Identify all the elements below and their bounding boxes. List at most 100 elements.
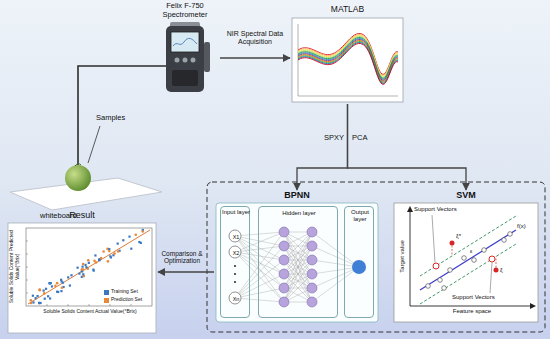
hidden-neuron (279, 227, 289, 237)
network-link (235, 252, 284, 288)
training-point (85, 266, 87, 268)
legend-swatch (104, 298, 109, 303)
text-slot: SVM (392, 190, 540, 200)
model-title: BPNN (214, 190, 380, 200)
hidden-neuron (279, 241, 289, 251)
axis-tick (110, 304, 111, 306)
training-point (35, 297, 37, 299)
legend-text: Training Set (111, 289, 153, 295)
device-button (191, 58, 196, 63)
margin-line (420, 216, 516, 276)
text-slot: whiteboard (40, 212, 100, 221)
network-link (312, 246, 359, 267)
prediction-point (38, 288, 41, 291)
data-point (462, 256, 467, 261)
text-slot: Support Vectors (452, 294, 514, 301)
training-point (82, 273, 84, 275)
training-point (45, 288, 47, 290)
network-link (235, 288, 284, 298)
training-point (93, 270, 95, 272)
training-point (122, 239, 124, 241)
data-point (448, 268, 453, 273)
axis-tick (26, 267, 28, 268)
axis-tick (26, 241, 28, 242)
device-button (175, 58, 180, 63)
axis-tick (89, 304, 90, 306)
hidden-neuron (307, 227, 317, 237)
training-point (67, 276, 69, 278)
training-point (48, 282, 50, 284)
prediction-point (43, 292, 46, 295)
training-point (69, 284, 71, 286)
training-point (130, 248, 132, 250)
slack-point (494, 268, 499, 273)
text-slot: f(x) (517, 223, 537, 230)
network-link (235, 298, 284, 302)
model-panel: SVMSupport VectorsSupport VectorsTarget … (392, 190, 540, 324)
axis-label: Soluble Solids Content Predicted Value(°… (9, 226, 21, 308)
edge-label: PCA (352, 134, 382, 143)
neuron-label: X1 (229, 234, 243, 240)
prediction-point (38, 302, 41, 305)
fruit-sample (65, 165, 91, 191)
data-point (442, 286, 447, 291)
fruit-stem (75, 164, 81, 166)
training-point (32, 301, 34, 303)
network-link (235, 246, 284, 252)
network-link (235, 232, 284, 298)
text-slot: Support Vectors (414, 206, 476, 213)
text-slot: Xn (229, 296, 243, 302)
output-neuron (352, 260, 366, 274)
neuron-label: X2 (229, 250, 243, 256)
training-point (38, 302, 40, 304)
symbol-label: ξ (500, 267, 510, 274)
prediction-point (82, 263, 85, 266)
prediction-point (38, 289, 41, 292)
network-link (284, 232, 312, 274)
spectrum-curve (298, 43, 398, 84)
training-point (60, 290, 62, 292)
device-handle (204, 42, 210, 72)
data-point (508, 232, 513, 237)
spectrum-curve (298, 40, 398, 81)
layer-label: Input layer (221, 209, 251, 216)
network-link (235, 260, 284, 298)
axis-arrow (530, 303, 536, 309)
edge-label: Comparison & Optimization (159, 250, 205, 265)
plot-axes (26, 228, 152, 306)
network-link (312, 260, 359, 267)
hidden-neuron (279, 297, 289, 307)
prediction-point (134, 233, 137, 236)
text-slot: ξ* (456, 233, 468, 240)
result-plot: ResultSoluble Solids Content Actual Valu… (6, 210, 158, 334)
text-slot: ε (470, 248, 477, 254)
network-link (235, 232, 284, 236)
layer-label: Hidden layer (259, 210, 339, 217)
network-link (235, 236, 284, 260)
text-slot: Felix F-750 Spectrometer (150, 2, 220, 19)
text-slot: Comparison & Optimization (159, 250, 205, 265)
prediction-point (81, 268, 84, 271)
text-slot: X1 (229, 234, 243, 240)
training-point (110, 256, 112, 258)
neuron-label: Xn (229, 296, 243, 302)
prediction-point (141, 230, 144, 233)
axis-tick (26, 293, 28, 294)
training-point (76, 267, 78, 269)
result-title: Result (6, 210, 158, 220)
device-screen (171, 32, 199, 52)
training-point (98, 259, 100, 261)
hidden-neuron (307, 255, 317, 265)
connector-arrow (220, 57, 290, 58)
prediction-point (87, 259, 90, 262)
text-slot: Target value (399, 226, 406, 286)
edge-label: SPXY (312, 134, 344, 143)
training-point (51, 285, 53, 287)
text-slot: PCA (352, 134, 382, 143)
axis-label: Target value (399, 226, 406, 286)
text-slot: Feature space (432, 308, 512, 315)
ellipsis-dot (234, 265, 236, 267)
text-slot: NIR Spectral Data Acquisition (222, 30, 288, 46)
connector-arrow (297, 104, 348, 190)
